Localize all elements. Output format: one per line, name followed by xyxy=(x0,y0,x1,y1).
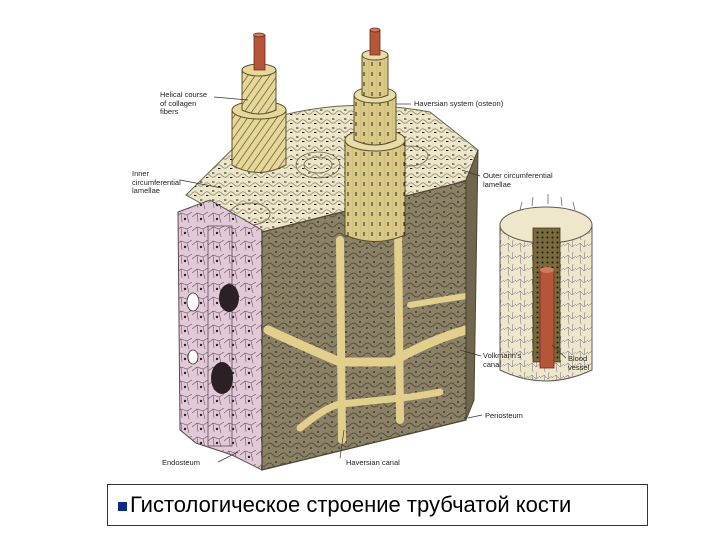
helical-collagen-fibers xyxy=(231,32,287,173)
label-volkmanns-canal: Volkmann's canal xyxy=(483,351,522,369)
caption-box: Гистологическое строение трубчатой кости xyxy=(107,484,648,526)
haversian-system-osteon xyxy=(344,27,406,242)
inset-blood-vessel xyxy=(539,269,555,369)
label-blood-vessel: Blood vessel xyxy=(568,354,590,372)
caption-text: Гистологическое строение трубчатой кости xyxy=(130,492,572,517)
label-outer-circumferential: Outer circumferential lamellae xyxy=(483,171,553,189)
label-endosteum: Endosteum xyxy=(162,458,200,467)
square-bullet-icon xyxy=(118,501,127,511)
label-haversian-system: Haversian system (osteon) xyxy=(414,99,504,108)
label-periosteum: Periosteum xyxy=(485,411,523,420)
label-inner-circumferential: Inner circumferential lamellae xyxy=(132,169,181,195)
leader-lines xyxy=(179,96,567,463)
inset-osteon xyxy=(499,194,593,382)
canal-network xyxy=(263,224,471,444)
bone-block xyxy=(177,104,479,471)
label-helical-collagen: Helical course of collagen fibers xyxy=(160,90,208,116)
label-haversian-canal: Haversian canal xyxy=(346,458,400,467)
